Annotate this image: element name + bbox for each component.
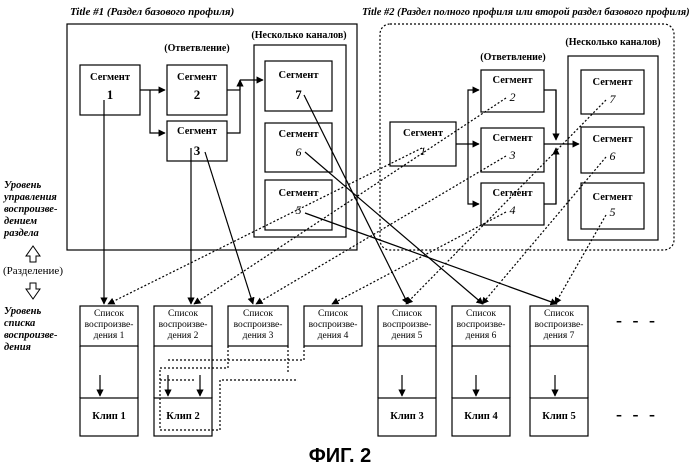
t2-segment-1-label: Сегмент — [390, 128, 456, 139]
t1-segment-3-number: 3 — [167, 144, 227, 158]
t1-segment-2-label: Сегмент — [167, 72, 227, 83]
t2-segment-7-label: Сегмент — [581, 77, 644, 88]
clip-3: Клип 3 — [378, 411, 436, 422]
t1-segment-5-label: Сегмент — [265, 188, 332, 199]
clip-4: Клип 4 — [452, 411, 510, 422]
t1-segment-2-number: 2 — [167, 88, 227, 102]
title2-heading: Title #2 (Раздел полного профиля или вто… — [362, 7, 690, 18]
t2-segment-5-label: Сегмент — [581, 192, 644, 203]
t2-segment-2-label: Сегмент — [481, 75, 544, 86]
t1-segment-6-number: 6 — [265, 146, 332, 159]
t2-segment-2-number: 2 — [481, 91, 544, 104]
playlist-ellipsis: - - - — [616, 311, 658, 330]
figure-caption: ФИГ. 2 — [290, 446, 390, 467]
clip-2: Клип 2 — [154, 411, 212, 422]
level-playback-control-label: Уровень управления воспроизве-дением раз… — [4, 180, 66, 240]
title2-branch-label: (Ответвление) — [476, 53, 550, 64]
playlist-3: Список воспроизве-дения 3 — [228, 309, 288, 342]
playlist-2: Список воспроизве-дения 2 — [154, 309, 212, 342]
t2-segment-4-label: Сегмент — [481, 188, 544, 199]
t1-segment-1-label: Сегмент — [80, 72, 140, 83]
separation-label: (Разделение) — [3, 266, 63, 278]
playlist-5: Список воспроизве-дения 5 — [378, 309, 436, 342]
playlist-4: Список воспроизве-дения 4 — [304, 309, 362, 342]
t2-segment-1-number: 1 — [390, 145, 456, 158]
title1-heading: Title #1 (Раздел базового профиля) — [70, 7, 234, 19]
t1-segment-7-number: 7 — [265, 88, 332, 102]
t2-segment-7-number: 7 — [581, 93, 644, 106]
title2-multichannel-label: (Несколько каналов) — [550, 38, 676, 49]
title1-branch-label: (Ответвление) — [163, 44, 231, 55]
playlist-6: Список воспроизве-дения 6 — [452, 309, 510, 342]
t1-segment-1-number: 1 — [80, 88, 140, 102]
clip-1: Клип 1 — [80, 411, 138, 422]
clip-ellipsis: - - - — [616, 405, 658, 424]
t1-segment-7-label: Сегмент — [265, 70, 332, 81]
t1-segment-6-label: Сегмент — [265, 129, 332, 140]
level-playlist-label: Уровень списка воспроизве-дения — [4, 306, 66, 354]
t2-segment-3-label: Сегмент — [481, 133, 544, 144]
t1-segment-3-label: Сегмент — [167, 126, 227, 137]
t2-segment-4-number: 4 — [481, 204, 544, 217]
t2-segment-6-number: 6 — [581, 150, 644, 163]
playlist-1: Список воспроизве-дения 1 — [80, 309, 138, 342]
t2-segment-5-number: 5 — [581, 206, 644, 219]
t2-segment-3-number: 3 — [481, 149, 544, 162]
title1-multichannel-label: (Несколько каналов) — [234, 31, 364, 42]
t1-segment-5-number: 5 — [265, 204, 332, 217]
t2-segment-6-label: Сегмент — [581, 134, 644, 145]
clip-5: Клип 5 — [530, 411, 588, 422]
playlist-7: Список воспроизве-дения 7 — [530, 309, 588, 342]
